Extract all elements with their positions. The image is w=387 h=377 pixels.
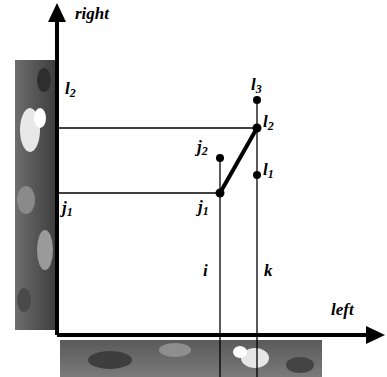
index-label: i (202, 262, 209, 279)
point-label: j1 (197, 198, 210, 215)
point-label: j1 (61, 199, 74, 216)
bottom-image-strip (60, 340, 322, 377)
axis-name: right (74, 5, 110, 22)
point-label: l2 (262, 113, 275, 130)
axes (57, 18, 372, 335)
point-label: l1 (262, 161, 275, 178)
axis-arrowhead (48, 3, 66, 22)
axis-arrowhead (366, 326, 385, 344)
point-label: j2 (196, 138, 209, 155)
axis-name: left (330, 301, 355, 318)
points (216, 96, 262, 198)
point-label: l3 (250, 76, 263, 93)
guide-lines (57, 100, 257, 377)
index-label: k (263, 262, 274, 279)
match-segment (220, 128, 257, 193)
left-image-strip (15, 60, 57, 330)
point-label: l2 (64, 80, 77, 97)
